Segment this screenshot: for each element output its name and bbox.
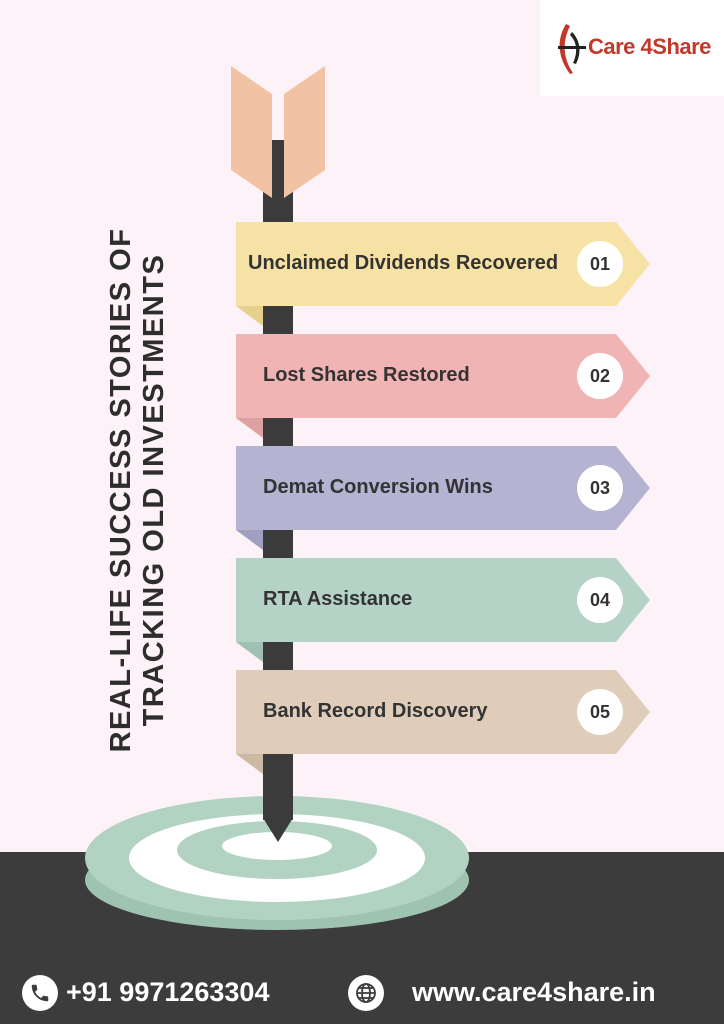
target-icon [85, 796, 469, 930]
feather-right [284, 66, 325, 198]
side-title: REAL-LIFE SUCCESS STORIES OF TRACKING OL… [105, 228, 171, 753]
sign-board [236, 222, 650, 306]
phone-icon[interactable] [22, 975, 58, 1011]
arrow-fletching-icon [231, 66, 325, 198]
sign-number-badge: 05 [577, 689, 623, 735]
sign-fold [236, 642, 263, 662]
phone-number[interactable]: +91 9971263304 [66, 977, 270, 1007]
sign-label: Bank Record Discovery [263, 700, 488, 722]
logo-box: Care 4Share [540, 0, 724, 96]
website-link[interactable]: www.care4share.in [412, 977, 656, 1007]
target-center [222, 832, 332, 860]
signs-group [236, 222, 650, 774]
care4share-logo-icon [558, 24, 586, 74]
sign-fold [236, 306, 263, 326]
sign-number-badge: 01 [577, 241, 623, 287]
sign-label: Lost Shares Restored [263, 364, 470, 386]
sign-label: Demat Conversion Wins [263, 476, 493, 498]
sign-number-badge: 03 [577, 465, 623, 511]
feather-left [231, 66, 272, 198]
sign-fold [236, 754, 263, 774]
globe-icon[interactable] [348, 975, 384, 1011]
title-line-1: REAL-LIFE SUCCESS STORIES OF [105, 227, 137, 753]
sign-board [236, 446, 650, 530]
sign-number-badge: 02 [577, 353, 623, 399]
sign-label: Unclaimed Dividends Recovered [248, 252, 559, 274]
sign-fold [236, 530, 263, 550]
sign-number-badge: 04 [577, 577, 623, 623]
sign-board [236, 558, 650, 642]
brand-name: Care 4Share [588, 34, 711, 59]
arrow-tip [263, 818, 293, 842]
sign-fold [236, 418, 263, 438]
sign-board [236, 334, 650, 418]
title-line-2: TRACKING OLD INVESTMENTS [138, 253, 170, 727]
sign-label: RTA Assistance [263, 588, 413, 610]
sign-board [236, 670, 650, 754]
